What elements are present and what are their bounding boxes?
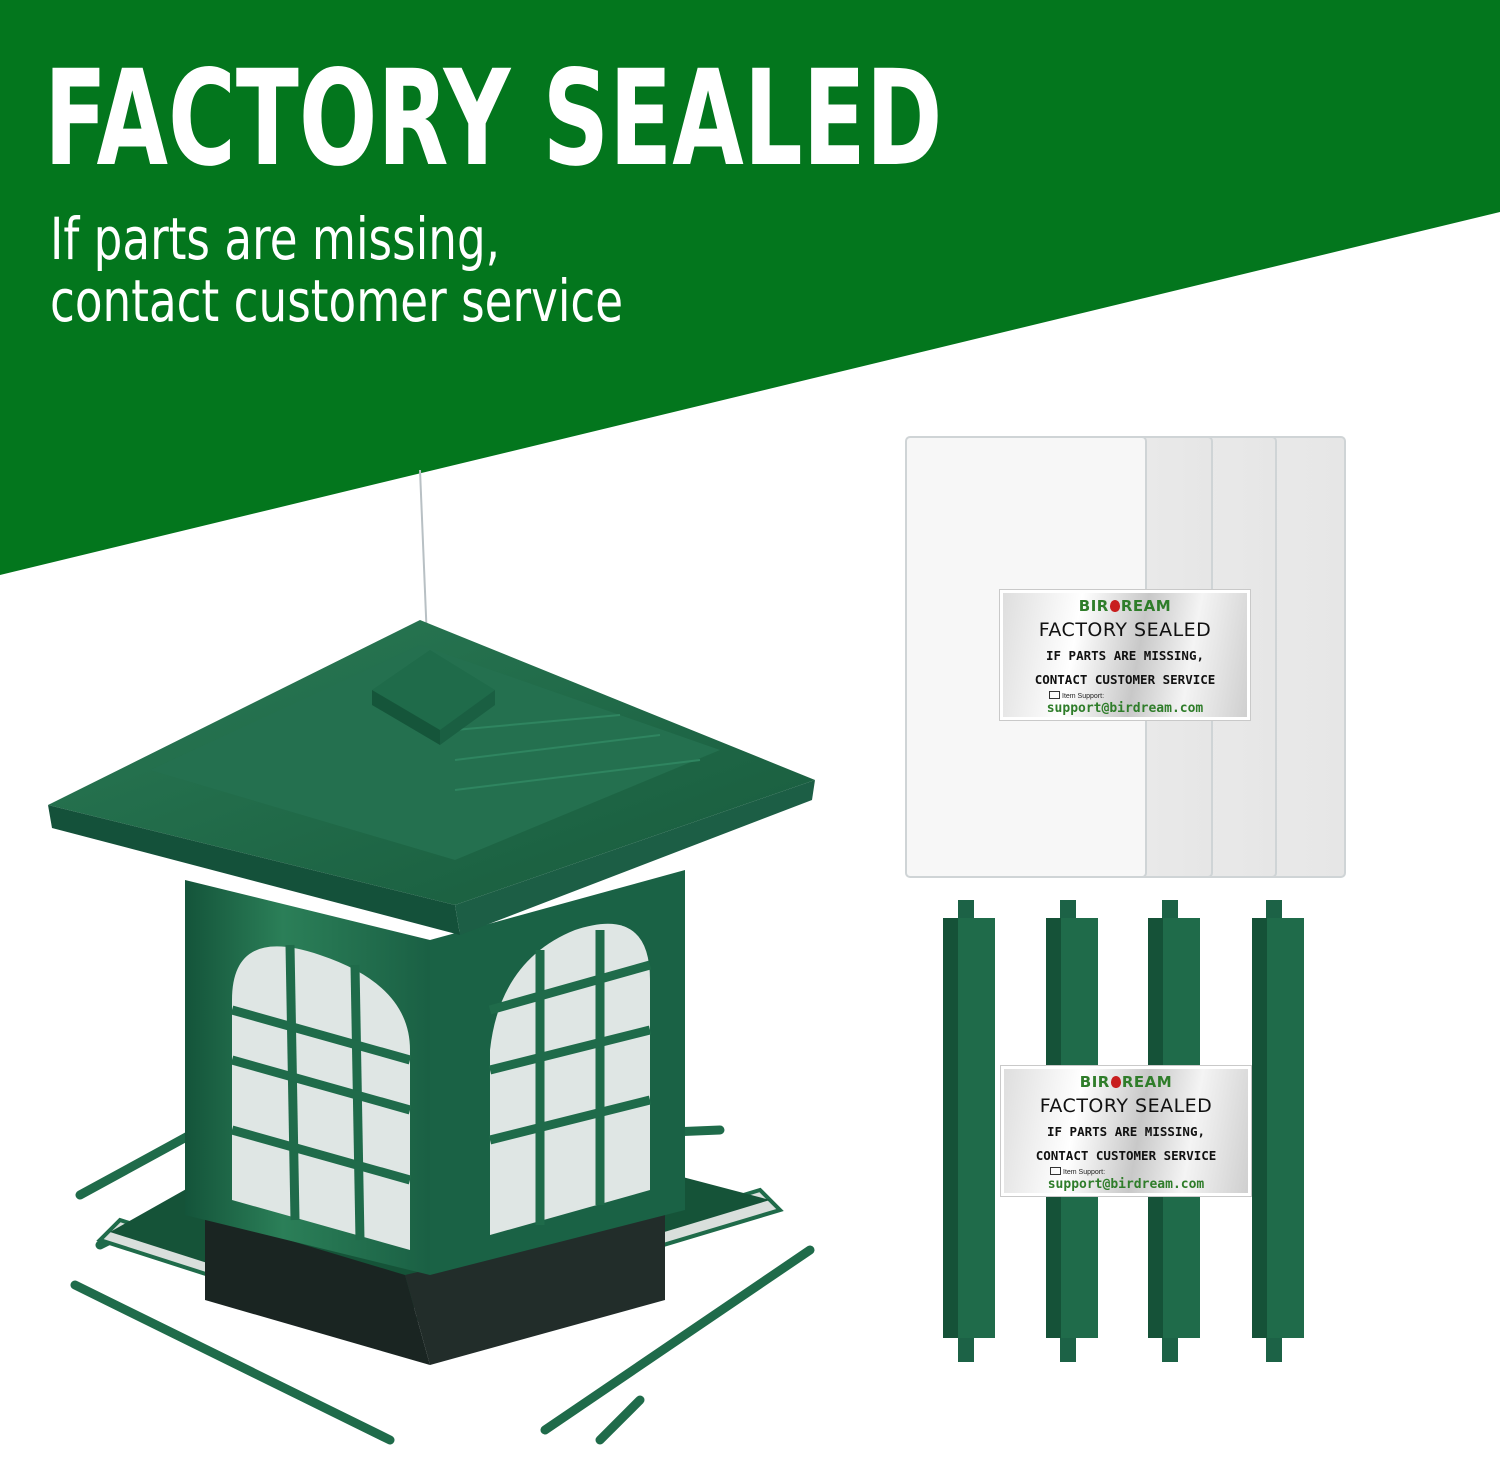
headline-title: FACTORY SEALED (44, 42, 943, 196)
seal-label-line-1: IF PARTS ARE MISSING, (1045, 648, 1205, 663)
support-email: support@birdream.com (1047, 1177, 1205, 1192)
seal-label-line-2: CONTACT CUSTOMER SERVICE (1035, 1148, 1217, 1163)
mail-icon (1049, 691, 1060, 699)
seal-label-title: FACTORY SEALED (1039, 1095, 1213, 1117)
seal-label-line-2: CONTACT CUSTOMER SERVICE (1034, 672, 1216, 687)
subtitle-line-2: contact customer service (50, 267, 624, 335)
headline-subtitle: If parts are missing, contact customer s… (50, 208, 623, 332)
bird-feeder (48, 469, 815, 1445)
bird-icon (1110, 1076, 1121, 1088)
support-caption: Item Support: (1050, 1167, 1105, 1176)
support-caption: Item Support: (1049, 691, 1104, 700)
support-email: support@birdream.com (1046, 701, 1204, 716)
seal-label-title: FACTORY SEALED (1038, 619, 1212, 641)
seal-label-line-1: IF PARTS ARE MISSING, (1046, 1124, 1206, 1139)
bird-icon (1109, 600, 1120, 612)
subtitle-line-1: If parts are missing, (50, 205, 501, 273)
green-diagonal-banner (0, 0, 1500, 575)
mail-icon (1050, 1167, 1061, 1175)
